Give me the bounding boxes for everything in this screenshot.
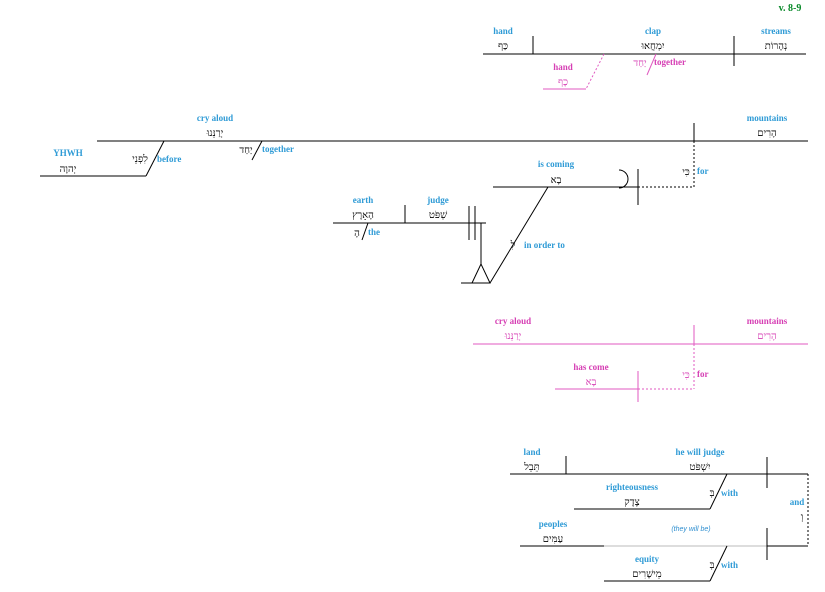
word-land: land — [523, 447, 540, 457]
hebrew-hand-pink: כָף — [558, 77, 568, 88]
word-for: for — [697, 166, 709, 176]
hebrew-hand: כַּף — [498, 41, 508, 52]
word-and: and — [790, 497, 805, 507]
hebrew-for: כִּי — [682, 167, 690, 178]
hebrew-with-1: בְּ — [710, 488, 715, 499]
hebrew-clap: יִמְחֲאוּ — [640, 41, 664, 52]
implied-verb-they-will-be: (they will be) — [671, 526, 710, 533]
hebrew-with-2: בְּ — [710, 560, 715, 571]
word-earth: earth — [353, 195, 374, 205]
hebrew-yhwh: יְהוָה — [60, 164, 77, 175]
clause-streams-clap: hand כַּף clap יִמְחֲאוּ streams נְהָרוֹ… — [483, 26, 806, 90]
word-streams: streams — [761, 26, 791, 36]
hebrew-mountains-pink: הָרִים — [757, 331, 777, 342]
hebrew-peoples: עַמִּים — [543, 534, 564, 545]
word-with-2: with — [721, 560, 738, 570]
hebrew-equity: מֵישָׁרִים — [632, 569, 661, 580]
hebrew-mountains: הָרִים — [757, 128, 777, 139]
word-righteousness: righteousness — [606, 482, 659, 492]
hebrew-righteousness: צֶדֶק — [624, 497, 639, 508]
word-hand-pink: hand — [553, 62, 573, 72]
word-cry-aloud: cry aloud — [197, 113, 233, 123]
word-mountains: mountains — [747, 113, 788, 123]
hebrew-cry-aloud-pink: יְרַנֵּנוּ — [504, 331, 522, 342]
word-judge: judge — [426, 195, 449, 205]
hebrew-the: הָ — [354, 228, 360, 239]
clause-is-coming: is coming בָא לִ in order to — [461, 159, 639, 284]
word-clap: clap — [645, 26, 661, 36]
hebrew-together: יַחַד — [239, 145, 253, 156]
word-he-will-judge: he will judge — [675, 447, 724, 457]
word-the: the — [368, 227, 380, 237]
hebrew-in-order-to: לִ — [510, 239, 516, 251]
word-equity: equity — [635, 554, 660, 564]
hebrew-is-coming: בָא — [551, 175, 562, 186]
hebrew-streams: נְהָרוֹת — [765, 41, 788, 52]
word-mountains-pink: mountains — [747, 316, 788, 326]
hebrew-for-pink: כִּי — [682, 370, 690, 381]
hebrew-before: לִפְנֵי — [132, 153, 148, 165]
clause-peoples-equity: peoples עַמִּים (they will be) בְּ with … — [520, 519, 808, 582]
clause-judge-earth: earth הָאָרֶץ judge שְׁפֹּט הָ the — [333, 195, 491, 284]
word-for-pink: for — [697, 369, 709, 379]
hebrew-and: וְ — [801, 512, 804, 523]
word-before: before — [157, 154, 181, 164]
hebrew-together-pink: יַחַד — [633, 58, 647, 69]
word-hand: hand — [493, 26, 513, 36]
clause-mountains-cry-aloud: cry aloud יְרַנֵּנוּ mountains הָרִים לִ… — [40, 113, 808, 177]
word-together: together — [262, 144, 294, 154]
word-cry-aloud-pink: cry aloud — [495, 316, 531, 326]
hebrew-has-come: בָא — [586, 377, 597, 388]
hebrew-he-will-judge: יִשְׁפֹּט — [690, 462, 711, 473]
word-in-order-to: in order to — [524, 240, 565, 250]
clause-he-will-judge: land תֵּבֵל he will judge יִשְׁפֹּט בְּ … — [510, 447, 808, 510]
word-with-1: with — [721, 488, 738, 498]
word-is-coming: is coming — [538, 159, 575, 169]
word-together-pink: together — [654, 57, 686, 67]
hebrew-judge: שְׁפֹּט — [429, 210, 447, 221]
word-peoples: peoples — [539, 519, 568, 529]
hebrew-earth: הָאָרֶץ — [352, 210, 374, 221]
verse-reference: v. 8-9 — [779, 3, 802, 14]
clause-pink-mountains: cry aloud יְרַנֵּנוּ mountains הָרִים כִ… — [473, 316, 808, 402]
hebrew-cry-aloud: יְרַנֵּנוּ — [206, 128, 224, 139]
word-has-come: has come — [573, 362, 608, 372]
hebrew-land: תֵּבֵל — [523, 461, 540, 473]
word-yhwh: YHWH — [53, 148, 83, 158]
